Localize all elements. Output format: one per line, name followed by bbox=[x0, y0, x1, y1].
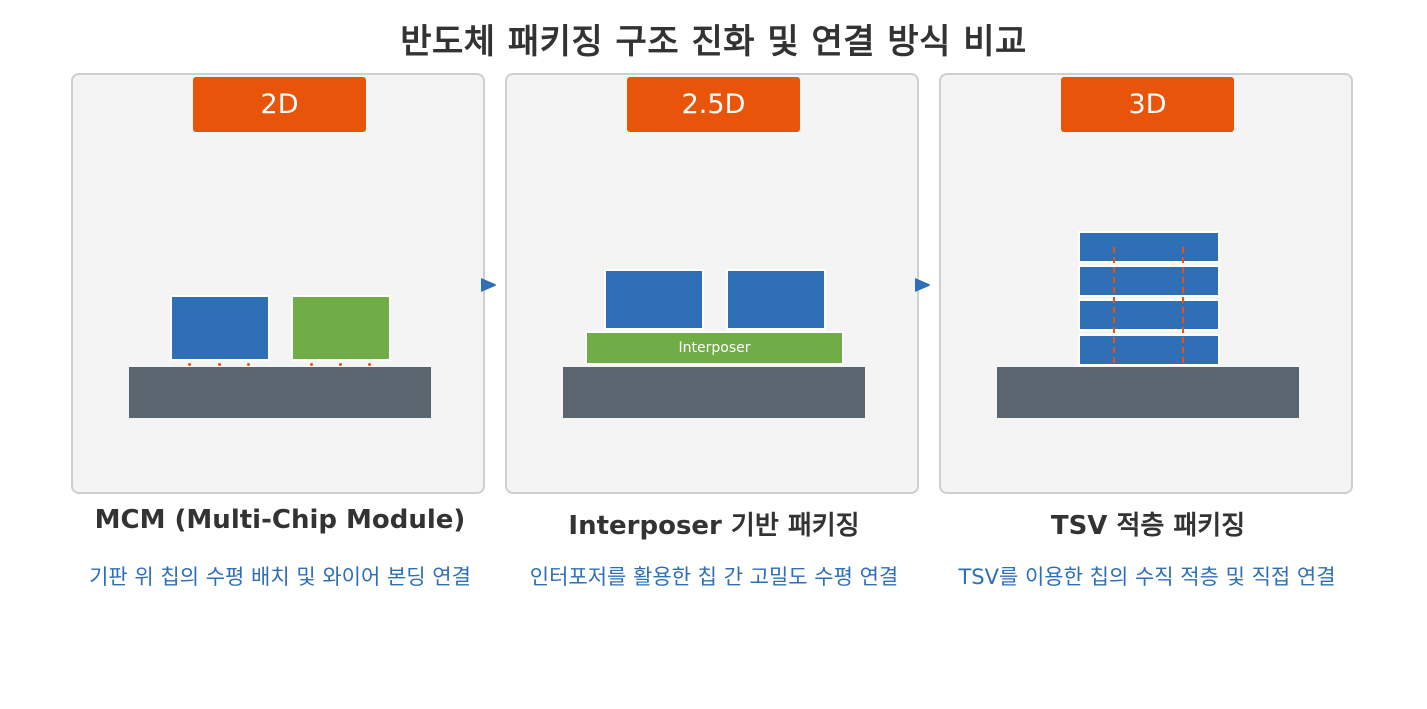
panel-description-2-5d: 인터포저를 활용한 칩 간 고밀도 수평 연결 bbox=[529, 565, 899, 589]
stacked-die bbox=[1078, 231, 1220, 263]
panel-title-2-5d: Interposer 기반 패키징 bbox=[568, 511, 860, 541]
diagram-title: 반도체 패키징 구조 진화 및 연결 방식 비교 bbox=[400, 22, 1027, 62]
stacked-die bbox=[1078, 265, 1220, 297]
chip-green bbox=[291, 295, 391, 361]
tsv-via bbox=[1113, 247, 1115, 363]
wire-bond-bump bbox=[310, 363, 313, 366]
panel-2-5d: 2.5D Interposer bbox=[505, 73, 919, 494]
panel-2d: 2D bbox=[71, 73, 485, 494]
wire-bond-bump bbox=[218, 363, 221, 366]
panel-title-3d: TSV 적층 패키징 bbox=[1050, 511, 1246, 541]
panel-title-2d: MCM (Multi-Chip Module) bbox=[94, 505, 466, 535]
wire-bond-bump bbox=[247, 363, 250, 366]
stacked-die bbox=[1078, 334, 1220, 366]
badge-2d: 2D bbox=[193, 77, 366, 132]
chip-blue bbox=[170, 295, 270, 361]
arrow-right-icon bbox=[915, 278, 930, 292]
arrow-right-icon bbox=[481, 278, 496, 292]
panel-description-2d: 기판 위 칩의 수평 배치 및 와이어 본딩 연결 bbox=[89, 565, 471, 589]
substrate bbox=[563, 367, 865, 418]
substrate bbox=[129, 367, 431, 418]
wire-bond-bump bbox=[188, 363, 191, 366]
panel-3d: 3D bbox=[939, 73, 1353, 494]
chip-blue bbox=[726, 269, 826, 330]
wire-bond-bump bbox=[368, 363, 371, 366]
panel-description-3d: TSV를 이용한 칩의 수직 적층 및 직접 연결 bbox=[958, 565, 1336, 589]
stacked-die bbox=[1078, 299, 1220, 331]
badge-3d: 3D bbox=[1061, 77, 1234, 132]
interposer-layer: Interposer bbox=[585, 331, 844, 365]
tsv-via bbox=[1182, 247, 1184, 363]
badge-2-5d: 2.5D bbox=[627, 77, 800, 132]
wire-bond-bump bbox=[339, 363, 342, 366]
substrate bbox=[997, 367, 1299, 418]
chip-blue bbox=[604, 269, 704, 330]
